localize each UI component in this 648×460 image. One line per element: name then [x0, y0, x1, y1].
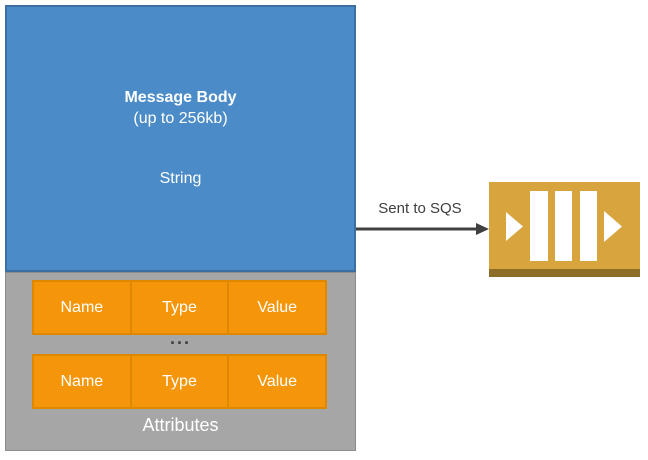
message-body-type-label: String	[159, 170, 202, 187]
attributes-ellipsis: ...	[169, 328, 191, 348]
arrow-right-icon	[356, 223, 489, 235]
message-body-title: Message Body	[124, 89, 237, 106]
message-body-size-limit: (up to 256kb)	[133, 110, 228, 127]
attribute-row: Name Type Value	[32, 280, 328, 335]
attribute-cell-name: Name	[32, 354, 132, 409]
attribute-cell-type: Type	[131, 280, 230, 335]
attribute-cell-name: Name	[32, 280, 132, 335]
sqs-queue-icon	[489, 182, 640, 277]
attributes-box: Name Type Value ... Name Type Value Attr…	[5, 272, 356, 451]
message-body-box: Message Body (up to 256kb) String	[5, 5, 356, 272]
attribute-cell-type: Type	[131, 354, 230, 409]
arrow-label: Sent to SQS	[378, 200, 462, 217]
attributes-box-label: Attributes	[142, 415, 219, 435]
attribute-row: Name Type Value	[32, 354, 328, 409]
attribute-cell-value: Value	[229, 280, 328, 335]
attribute-cell-value: Value	[229, 354, 328, 409]
